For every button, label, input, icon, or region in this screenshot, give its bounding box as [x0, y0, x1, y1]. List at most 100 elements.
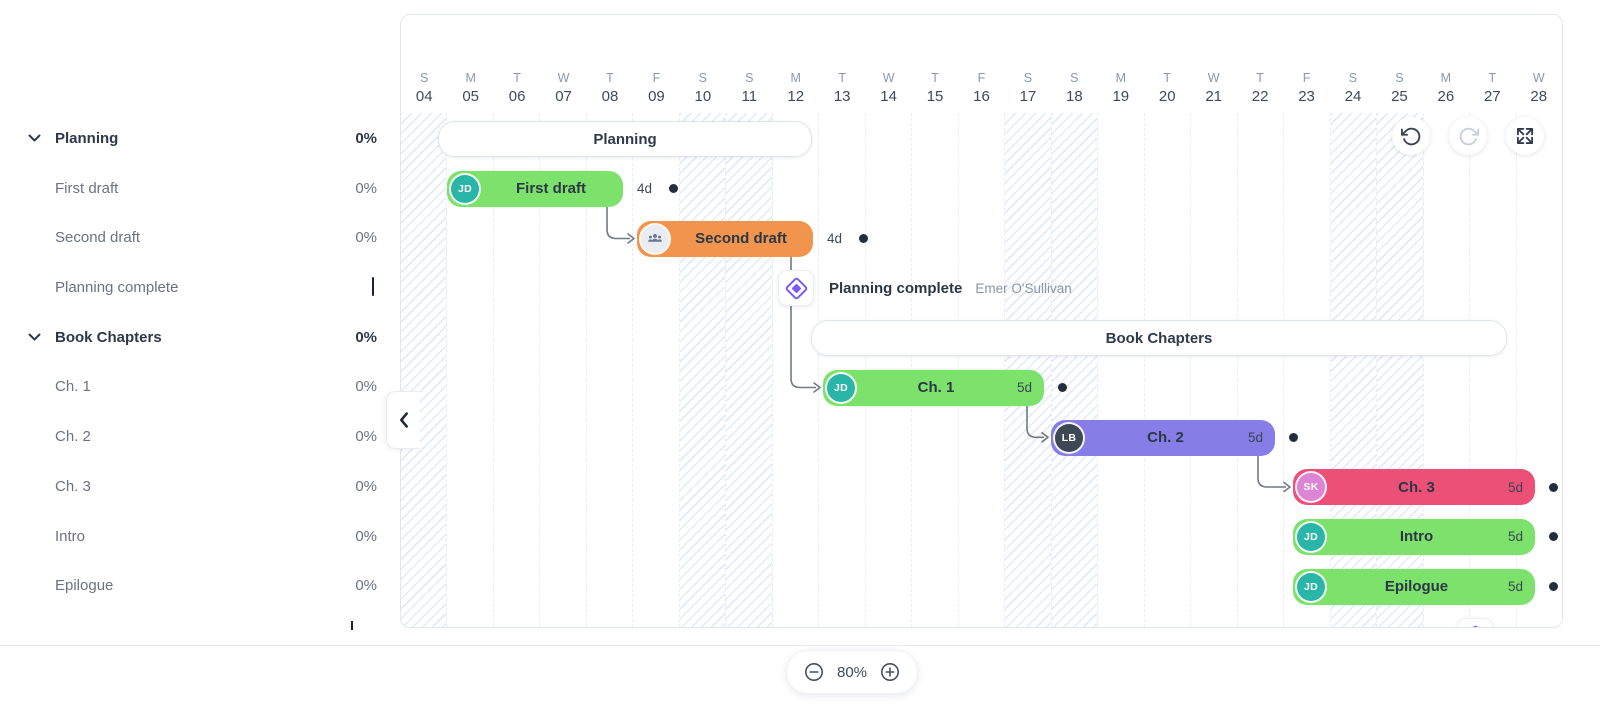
grid-column [1470, 113, 1517, 627]
grid-column [401, 113, 448, 627]
timeline-day: S 25 [1376, 71, 1422, 105]
task-bar[interactable]: LB Ch. 2 5d 5d [1051, 419, 1298, 456]
summary-bar[interactable]: Planning [438, 121, 812, 158]
grid-column [1424, 113, 1471, 627]
deadline-dot[interactable] [1058, 383, 1067, 393]
assignee-initials: LB [1061, 431, 1077, 444]
day-of-week: T [838, 71, 846, 85]
plus-circle-icon [881, 663, 900, 681]
day-date: 08 [601, 88, 619, 105]
day-date: 26 [1437, 88, 1455, 105]
task-percent: 0% [355, 527, 377, 545]
deadline-dot[interactable] [669, 184, 679, 194]
day-of-week: W [557, 71, 570, 85]
timeline-day: T 22 [1237, 71, 1283, 105]
task-row[interactable]: Planning complete [0, 262, 400, 312]
timeline-day: S 10 [680, 71, 726, 105]
day-of-week: W [882, 71, 895, 85]
zoom-toolbar: 80% [786, 650, 918, 694]
timeline-day: T 27 [1469, 71, 1515, 105]
deadline-dot[interactable] [1549, 582, 1558, 592]
task-duration: 4d [637, 181, 653, 197]
task-row[interactable]: Ch. 3 0% [0, 461, 400, 511]
timeline-day: M 19 [1098, 71, 1144, 105]
timeline-day: S 17 [1005, 71, 1051, 105]
zoom-in-button[interactable] [879, 661, 901, 683]
task-bar[interactable]: JD Intro 5d 5d [1293, 518, 1558, 555]
task-label: Book Chapters [55, 328, 162, 346]
timeline-day: T 06 [494, 71, 540, 105]
task-percent: 0% [355, 328, 377, 346]
bottom-divider [0, 645, 1600, 646]
collapse-sidebar-handle[interactable] [386, 391, 420, 449]
timeline-day: T 20 [1144, 71, 1190, 105]
day-of-week: T [606, 71, 614, 85]
day-date: 16 [973, 88, 990, 105]
grid-column [633, 113, 680, 627]
expand-fullscreen-button[interactable] [1506, 117, 1544, 155]
milestone-diamond-icon [1462, 623, 1488, 627]
task-label: Planning complete [55, 278, 179, 296]
day-of-week: S [1348, 71, 1358, 85]
task-bar-label: Epilogue [1384, 578, 1449, 596]
milestone[interactable]: Planning complete Emer O'Sullivan [778, 270, 1072, 307]
grid-column [773, 113, 820, 627]
task-duration: 5d [1247, 430, 1263, 446]
deadline-dot[interactable] [1289, 433, 1298, 443]
task-label: First draft [55, 179, 119, 197]
task-row[interactable]: First draft 0% [0, 163, 400, 213]
deadline-dot[interactable] [1549, 482, 1558, 492]
assignee-avatar: group [641, 224, 669, 253]
assignee-initials: JD [833, 381, 849, 394]
task-bar-label: Second draft [695, 230, 787, 248]
timeline-header: S 04 M 05 T 06 W 07 T 08 F 09 S 10 S 11 … [401, 15, 1562, 113]
chevron-left-icon [399, 412, 408, 428]
undo-button[interactable] [1392, 117, 1430, 155]
zoom-out-button[interactable] [803, 661, 825, 683]
task-row[interactable]: Book Chapters 0% [0, 312, 400, 362]
task-label: Ch. 2 [55, 428, 91, 446]
task-row[interactable]: Ch. 2 0% [0, 412, 400, 462]
day-date: 23 [1298, 88, 1315, 105]
day-date: 19 [1112, 88, 1130, 105]
day-date: 05 [462, 88, 479, 105]
timeline-day: W 14 [865, 71, 911, 105]
task-percent: 0% [355, 428, 377, 446]
task-bar[interactable]: JD Epilogue 5d 5d [1293, 568, 1558, 605]
timeline-day: M 12 [773, 71, 819, 105]
task-row[interactable]: Intro 0% [0, 511, 400, 561]
task-bar[interactable]: SK Ch. 3 5d 5d [1293, 469, 1558, 506]
milestone-diamond-icon [783, 276, 809, 301]
summary-bar-label: Planning [593, 130, 657, 148]
task-bar[interactable]: JD First draft 4d 4d [447, 170, 679, 207]
task-row[interactable]: Ch. 1 0% [0, 362, 400, 412]
deadline-dot[interactable] [859, 234, 869, 244]
expand-arrows-icon [1517, 127, 1533, 144]
task-row[interactable]: Epilogue 0% [0, 561, 400, 611]
task-row[interactable]: Planning 0% [0, 113, 400, 163]
day-date: 12 [787, 88, 805, 105]
assignee-initials: SK [1303, 481, 1319, 494]
grid-column [1051, 113, 1099, 627]
day-date: 07 [555, 88, 572, 105]
chevron-down-icon[interactable] [28, 133, 55, 143]
undo-icon [1400, 127, 1420, 145]
day-of-week: M [465, 71, 476, 85]
deadline-dot[interactable] [1549, 532, 1558, 542]
chevron-down-icon[interactable] [28, 332, 55, 342]
assignee-avatar: JD [827, 373, 855, 402]
task-bar[interactable]: JD Ch. 1 5d 5d [823, 369, 1067, 406]
task-row[interactable]: Second draft 0% [0, 213, 400, 263]
grid-column [587, 113, 634, 627]
timeline-day: W 07 [540, 71, 586, 105]
task-bar[interactable]: group Second draft 4d 4d [637, 220, 869, 257]
summary-bar[interactable]: Book Chapters [811, 320, 1507, 357]
day-of-week: S [1395, 71, 1404, 85]
day-date: 13 [833, 88, 851, 105]
grid-column [1145, 113, 1192, 627]
task-bar-label: Ch. 2 [1147, 429, 1184, 447]
milestone-badge[interactable] [778, 270, 814, 307]
grid-column [1238, 113, 1285, 627]
milestone-badge-partial [1457, 618, 1493, 627]
redo-button[interactable] [1449, 117, 1487, 155]
